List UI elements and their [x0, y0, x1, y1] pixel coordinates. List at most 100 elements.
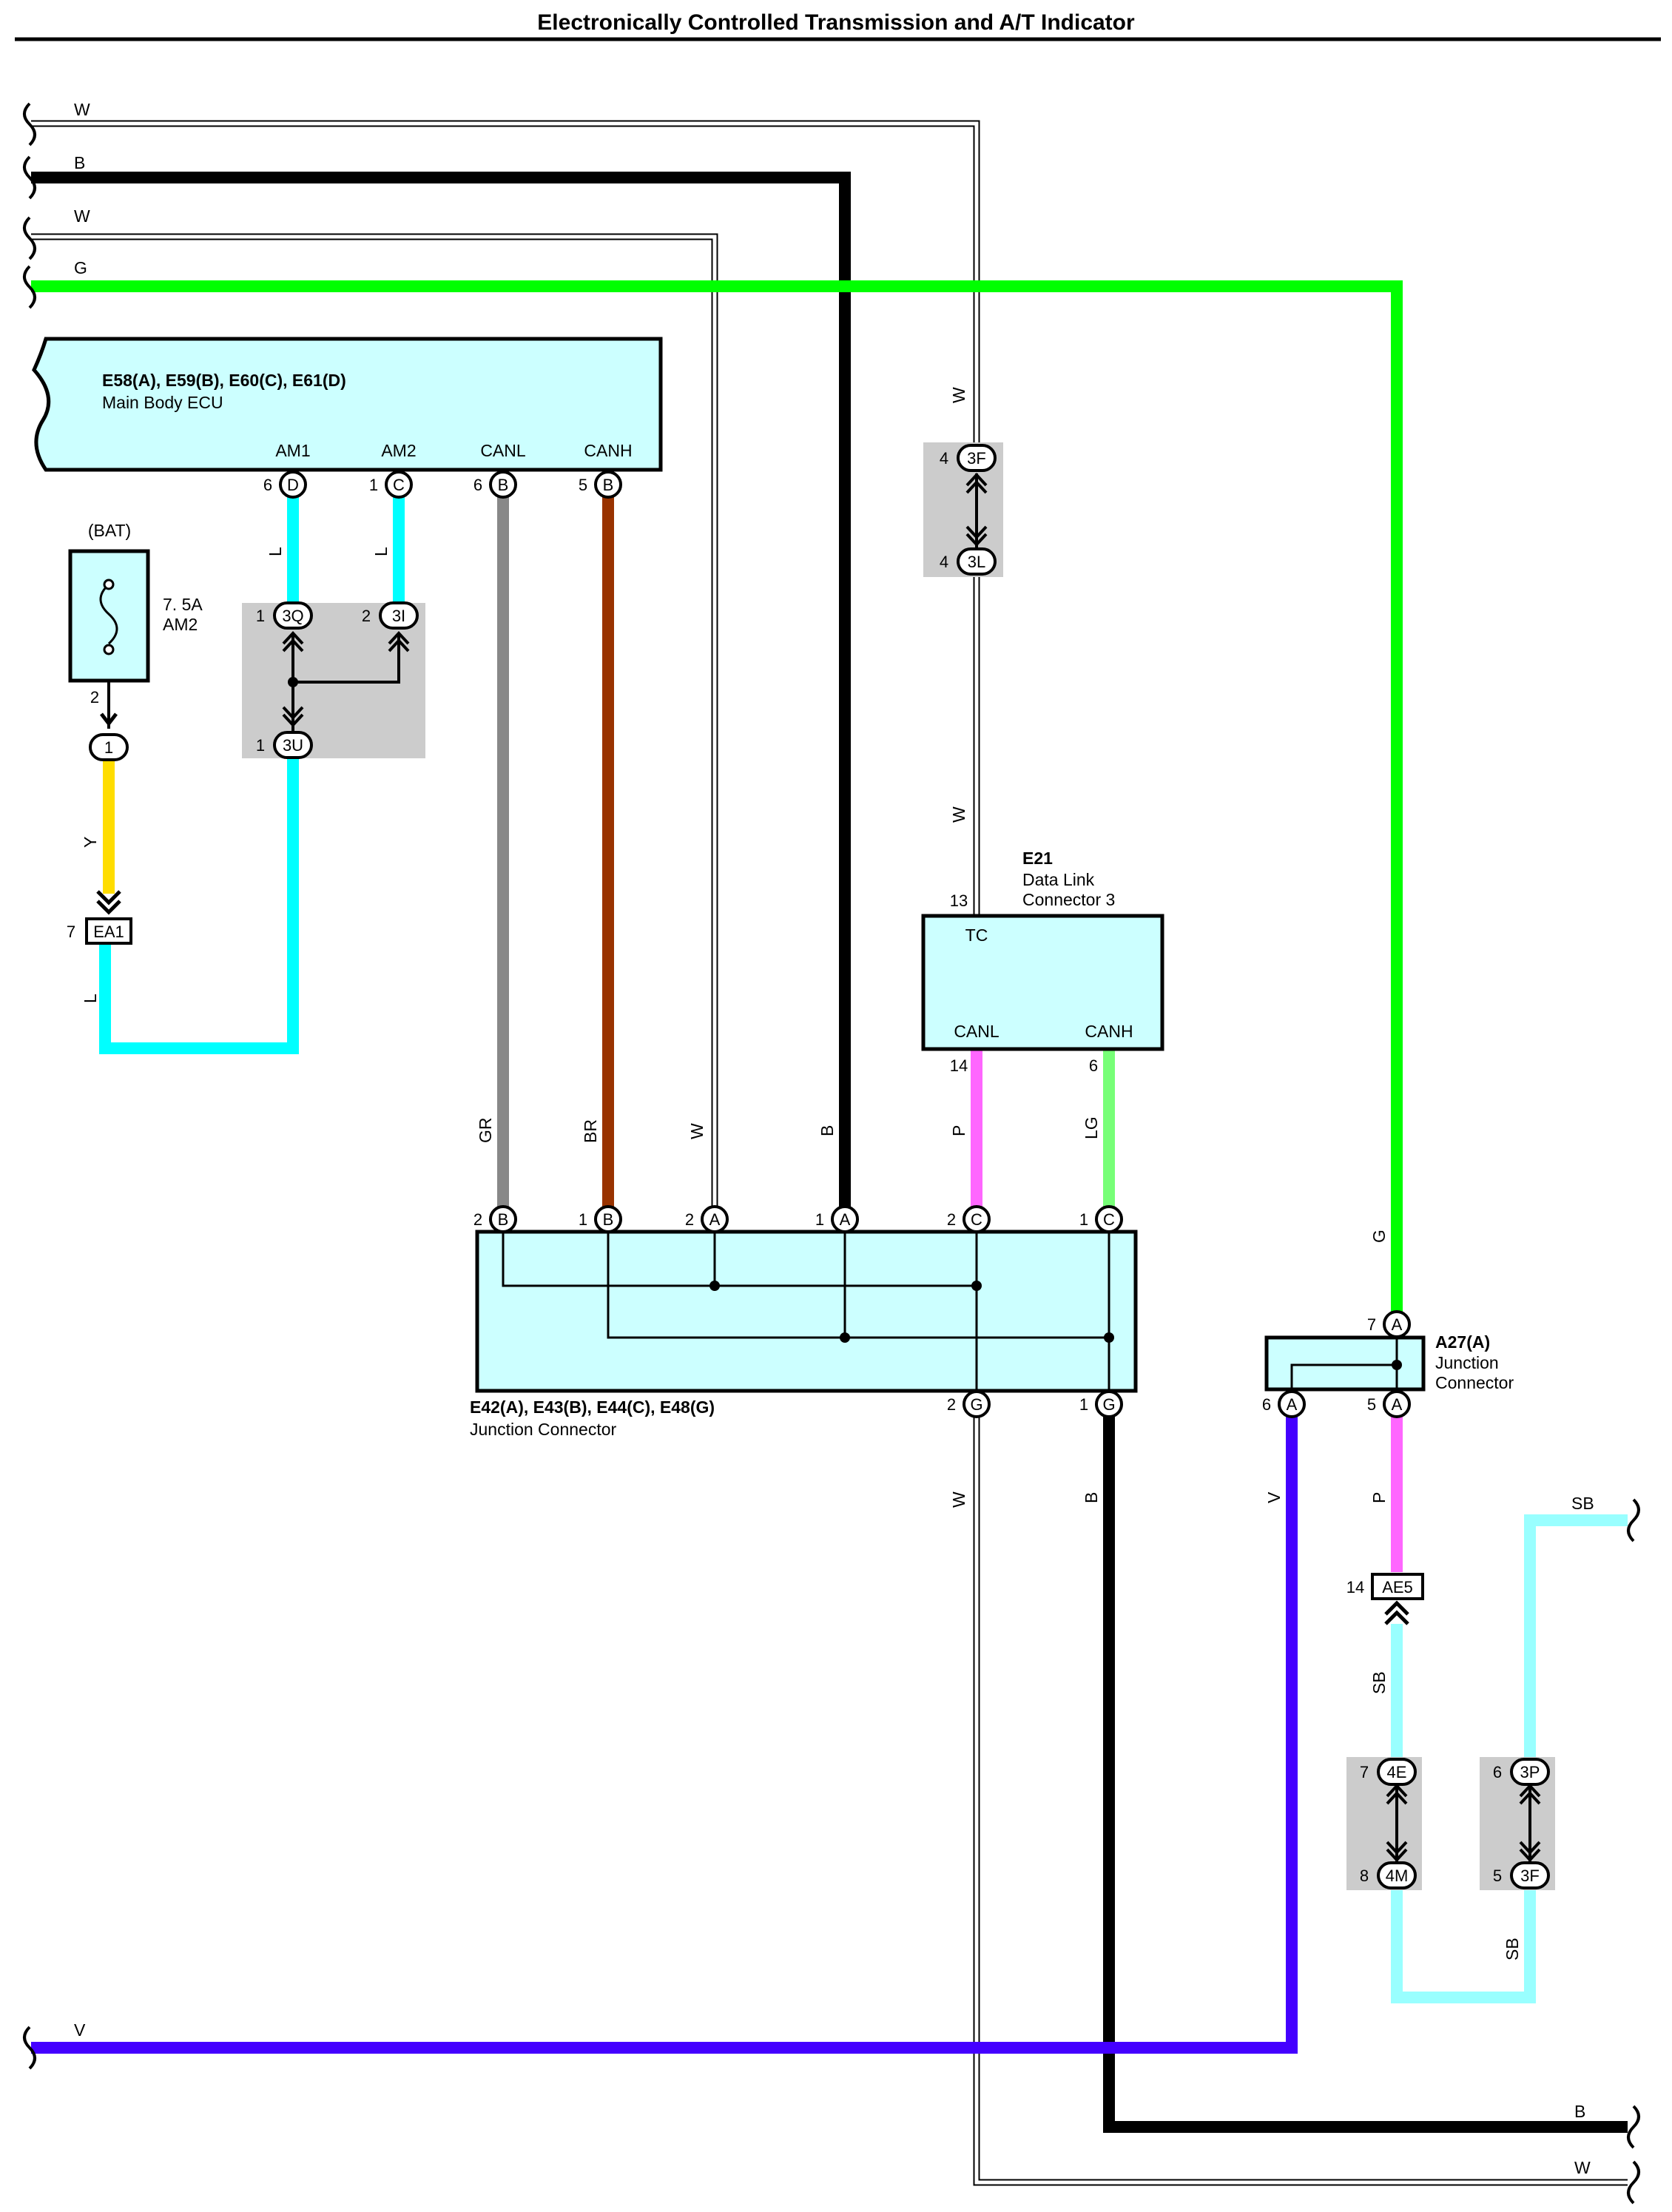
jc-top-pins: B 2 B 1 A 2 A 1 C 2 C 1 — [473, 1205, 1123, 1233]
dlc-name-1: Data Link — [1022, 870, 1095, 889]
diagram-title: Electronically Controlled Transmission a… — [537, 10, 1135, 35]
wire-break-marks-left — [23, 102, 36, 2070]
svg-text:3P: 3P — [1520, 1763, 1540, 1781]
wire-w-second — [31, 233, 718, 1217]
svg-text:D: D — [287, 476, 299, 494]
wire-3u-l — [99, 755, 299, 1054]
svg-text:6: 6 — [1262, 1395, 1271, 1414]
svg-text:EA1: EA1 — [93, 923, 124, 941]
svg-text:C: C — [971, 1210, 982, 1229]
bus-label-sb-right: SB — [1571, 1494, 1594, 1513]
ecu-pins: D 6 C 1 B 6 B 5 — [263, 471, 622, 499]
svg-text:Connector: Connector — [1435, 1373, 1514, 1392]
svg-text:2: 2 — [685, 1210, 694, 1229]
wl-canh-br: BR — [581, 1119, 600, 1143]
svg-text:13: 13 — [950, 891, 968, 910]
svg-text:C: C — [393, 476, 405, 494]
svg-text:6: 6 — [1493, 1763, 1502, 1781]
bus-label-v-bottom: V — [74, 2020, 86, 2040]
svg-text:2: 2 — [473, 1210, 482, 1229]
svg-text:4: 4 — [940, 553, 948, 571]
svg-text:1: 1 — [1079, 1210, 1088, 1229]
ecu-term-am2: AM2 — [381, 441, 416, 460]
svg-text:CANH: CANH — [1085, 1022, 1133, 1041]
main-body-ecu: E58(A), E59(B), E60(C), E61(D) Main Body… — [32, 337, 663, 472]
svg-text:3Q: 3Q — [282, 607, 303, 625]
svg-text:1: 1 — [579, 1210, 587, 1229]
svg-text:2: 2 — [947, 1210, 956, 1229]
bus-label-g-top: G — [74, 258, 87, 277]
jc-name: Junction Connector — [470, 1420, 617, 1439]
bus-label-w-second: W — [74, 206, 90, 226]
connector-ae5: AE5 14 — [1346, 1573, 1424, 1625]
svg-text:B: B — [498, 1210, 509, 1229]
svg-text:1: 1 — [369, 476, 378, 494]
wl-ea1: L — [81, 994, 100, 1003]
junction-block-3f-3l: 3F 4 3L 4 — [923, 442, 1003, 577]
dlc-id: E21 — [1022, 849, 1053, 868]
ecu-term-canl: CANL — [480, 441, 526, 460]
svg-text:4E: 4E — [1387, 1763, 1407, 1781]
wire-g-top — [31, 280, 1403, 1324]
svg-text:Junction: Junction — [1435, 1353, 1499, 1372]
wl-b-low: B — [1082, 1492, 1101, 1503]
svg-text:5: 5 — [1367, 1395, 1376, 1414]
svg-text:1: 1 — [256, 607, 265, 625]
wire-b-bottom — [1103, 1417, 1628, 2133]
wl-p-dlc: P — [949, 1125, 968, 1136]
svg-text:6: 6 — [1089, 1056, 1098, 1075]
svg-text:B: B — [603, 1210, 614, 1229]
svg-text:B: B — [498, 476, 509, 494]
wire-b-top — [31, 172, 851, 1217]
svg-text:2: 2 — [90, 688, 99, 707]
svg-text:6: 6 — [263, 476, 272, 494]
ecu-term-am1: AM1 — [275, 441, 310, 460]
svg-text:3I: 3I — [392, 607, 405, 625]
wl-w-jc: W — [687, 1123, 707, 1139]
svg-text:6: 6 — [473, 476, 482, 494]
ecu-term-canh: CANH — [584, 441, 632, 460]
wire-labels: L L Y L GR BR W B P LG W W G W B V P SB … — [81, 387, 1522, 1960]
wl-g-vert: G — [1369, 1230, 1389, 1243]
svg-text:3L: 3L — [968, 553, 985, 571]
dlc-name-2: Connector 3 — [1022, 890, 1115, 909]
jc-ids: E42(A), E43(B), E44(C), E48(G) — [470, 1397, 715, 1417]
wl-p-a27: P — [1369, 1492, 1389, 1503]
svg-text:2: 2 — [362, 607, 371, 625]
svg-text:B: B — [603, 476, 614, 494]
svg-text:3U: 3U — [283, 736, 303, 755]
junction-connector-a27: A27(A) Junction Connector A 7 A 6 A 5 — [1262, 1310, 1514, 1418]
wl-lg-dlc: LG — [1082, 1116, 1101, 1139]
svg-text:CANL: CANL — [954, 1022, 1000, 1041]
wl-canl-gr: GR — [476, 1118, 495, 1144]
svg-text:14: 14 — [1346, 1578, 1364, 1596]
svg-text:A: A — [840, 1210, 851, 1229]
svg-text:A: A — [1392, 1315, 1403, 1334]
svg-text:G: G — [1102, 1395, 1115, 1414]
svg-text:14: 14 — [950, 1056, 968, 1075]
svg-text:1: 1 — [1079, 1395, 1088, 1414]
svg-text:4M: 4M — [1386, 1867, 1409, 1885]
svg-text:TC: TC — [965, 925, 988, 945]
svg-text:7: 7 — [1367, 1315, 1376, 1334]
svg-text:AE5: AE5 — [1382, 1578, 1413, 1596]
data-link-connector-e21: E21 Data Link Connector 3 13 TC CANL CAN… — [921, 849, 1164, 1075]
bus-label-w-top: W — [74, 100, 90, 119]
svg-text:5: 5 — [579, 476, 587, 494]
wl-am1: L — [266, 547, 285, 556]
fuse-name: AM2 — [163, 615, 198, 634]
svg-text:G: G — [970, 1395, 982, 1414]
svg-text:1: 1 — [104, 738, 113, 757]
svg-text:1: 1 — [256, 736, 265, 755]
wire-break-marks-right — [1627, 1498, 1640, 2205]
svg-text:7: 7 — [1360, 1763, 1369, 1781]
svg-text:1: 1 — [815, 1210, 824, 1229]
wl-b-jc: B — [818, 1125, 837, 1136]
connector-ea1: EA1 7 — [67, 890, 132, 945]
junction-block-3p-3f: 3P 6 3F 5 — [1480, 1757, 1555, 1890]
svg-text:4: 4 — [940, 449, 948, 468]
svg-text:A27(A): A27(A) — [1435, 1332, 1490, 1352]
jc-bottom-pins: G 2 G 1 — [947, 1390, 1123, 1418]
svg-text:C: C — [1103, 1210, 1115, 1229]
